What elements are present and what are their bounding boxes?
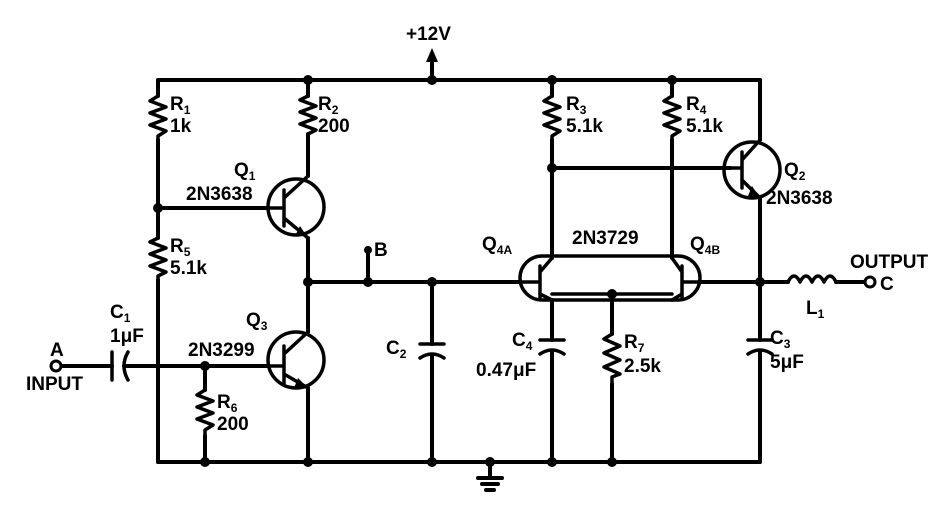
transistor-q1 (266, 174, 326, 240)
inductor-l1 (786, 274, 838, 284)
svg-text:R1: R1 (170, 94, 191, 117)
svg-text:Q3: Q3 (246, 310, 268, 333)
resistor-r5 (148, 236, 168, 282)
svg-text:C1: C1 (110, 302, 131, 325)
capacitor-c1 (110, 350, 130, 382)
node-label-a: A (50, 340, 64, 361)
svg-text:R7: R7 (624, 332, 645, 355)
resistor-r4 (662, 94, 682, 142)
input-terminal (49, 359, 63, 373)
wiring (56, 56, 870, 480)
label-r4: R4 5.1k (686, 94, 723, 137)
svg-text:5.1k: 5.1k (170, 258, 207, 279)
svg-text:R3: R3 (566, 94, 587, 117)
junction-dots (153, 75, 765, 467)
label-q4a: Q4A (482, 234, 512, 257)
supply-label: +12V (406, 24, 451, 45)
svg-text:Q4B: Q4B (690, 234, 720, 257)
svg-text:5.1k: 5.1k (686, 116, 723, 137)
node-label-c: C (880, 274, 894, 295)
label-c1: C1 1μF (110, 302, 144, 347)
svg-text:Q1: Q1 (234, 160, 256, 183)
node-label-output: OUTPUT (850, 252, 929, 273)
label-q4b: Q4B (690, 234, 720, 257)
ground-icon (476, 476, 504, 492)
label-q1: Q1 2N3638 (186, 160, 256, 205)
label-q2: Q2 2N3638 (766, 160, 833, 209)
resistor-r6 (195, 388, 215, 438)
label-l1: L1 (806, 298, 825, 321)
svg-text:C2: C2 (386, 338, 407, 361)
svg-text:Q4A: Q4A (482, 234, 512, 257)
svg-text:2.5k: 2.5k (624, 356, 661, 377)
supply-arrow-icon (426, 48, 438, 62)
label-q3: Q3 2N3299 (188, 310, 268, 361)
svg-text:2N3638: 2N3638 (186, 184, 253, 205)
resistor-r2 (298, 94, 318, 136)
svg-text:2N3638: 2N3638 (766, 188, 833, 209)
node-label-input: INPUT (26, 374, 83, 395)
svg-text:200: 200 (318, 116, 350, 137)
capacitor-c3 (746, 338, 774, 356)
svg-text:2N3299: 2N3299 (188, 340, 255, 361)
svg-text:0.47μF: 0.47μF (476, 360, 536, 381)
svg-text:200: 200 (217, 414, 249, 435)
svg-text:C3: C3 (770, 328, 791, 351)
label-c4: C4 0.47μF (476, 330, 536, 381)
node-b-terminal (364, 246, 372, 254)
svg-text:5.1k: 5.1k (566, 116, 603, 137)
label-c2: C2 (386, 338, 407, 361)
svg-text:L1: L1 (806, 298, 825, 321)
svg-text:R4: R4 (686, 94, 707, 117)
resistor-r7 (602, 332, 622, 386)
label-q4-part: 2N3729 (572, 228, 639, 249)
svg-text:R5: R5 (170, 236, 191, 259)
resistor-r1 (148, 94, 168, 142)
resistor-r3 (542, 94, 562, 142)
svg-text:R2: R2 (318, 94, 339, 117)
svg-text:1μF: 1μF (110, 326, 144, 347)
svg-text:1k: 1k (170, 116, 192, 137)
label-r5: R5 5.1k (170, 236, 207, 279)
node-label-b: B (374, 240, 388, 261)
transistor-q3 (266, 330, 326, 390)
svg-text:C4: C4 (512, 330, 533, 353)
label-r3: R3 5.1k (566, 94, 603, 137)
svg-text:R6: R6 (217, 392, 238, 415)
output-terminal (863, 275, 877, 289)
label-r1: R1 1k (170, 94, 192, 137)
svg-text:5μF: 5μF (770, 352, 804, 373)
capacitor-c4 (538, 338, 566, 356)
label-r2: R2 200 (318, 94, 350, 137)
label-c3: C3 5μF (770, 328, 804, 373)
capacitor-c2 (418, 342, 446, 360)
label-r7: R7 2.5k (624, 332, 661, 377)
transistor-q2 (722, 138, 782, 200)
svg-text:Q2: Q2 (784, 160, 806, 183)
label-r6: R6 200 (217, 392, 249, 435)
transistor-q4-dual (518, 254, 702, 302)
